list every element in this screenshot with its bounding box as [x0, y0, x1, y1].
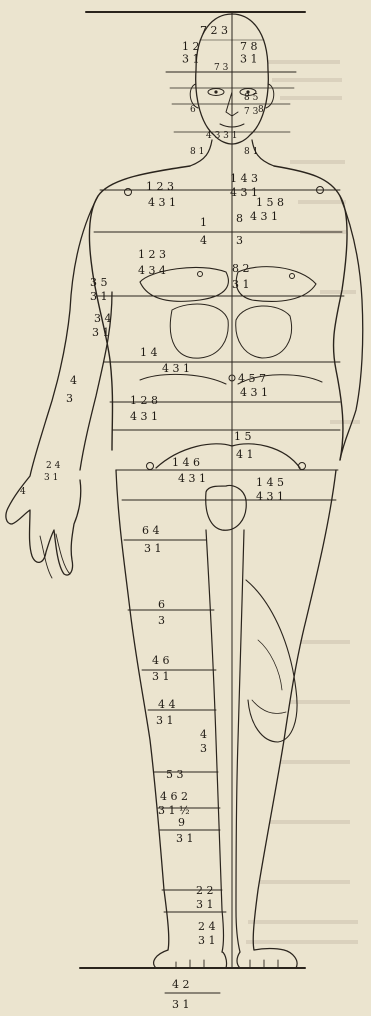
label-head-top: 7 2 3 — [200, 24, 228, 37]
label-hip-left-b: 4 3 1 — [178, 472, 206, 485]
label-foot: 2 4 — [198, 920, 216, 933]
label-neck-left: 8 1 — [190, 147, 204, 157]
label-knee: 4 4 — [158, 698, 176, 711]
label-waist-right: 4 5 7 — [238, 372, 266, 385]
label-calf: 5 3 — [166, 768, 184, 781]
label-upper-arm-b: 3 1 — [90, 290, 108, 303]
label-waist-right-b: 4 3 1 — [240, 386, 268, 399]
label-thigh-upper-b: 3 1 — [144, 542, 162, 555]
label-thigh-mid: 6 — [158, 598, 165, 611]
label-mid-chest-left-b: 4 — [200, 234, 207, 247]
hip-left-marker — [147, 463, 154, 470]
label-total-top: 4 2 — [172, 978, 190, 991]
label-eye-row: 8 5 — [244, 93, 259, 103]
label-shoulder-right: 1 4 3 — [230, 172, 258, 185]
label-chin: 4 3 3 1 — [206, 131, 238, 141]
label-waist-left-b: 4 3 1 — [162, 362, 190, 375]
label-forearm-b: 3 — [66, 392, 73, 405]
label-nose-row: 7 3 — [244, 107, 259, 117]
label-shoulder-right-b: 4 3 1 — [230, 186, 258, 199]
label-shin-mid: 4 — [200, 728, 207, 741]
label-mid-chest-right-b: 3 — [236, 234, 243, 247]
label-belly-left-b: 4 3 1 — [130, 410, 158, 423]
label-mouth-left: 6 — [190, 105, 196, 115]
label-hip-right-b: 4 3 1 — [256, 490, 284, 503]
feet — [154, 949, 297, 969]
label-calf-low: 4 6 2 — [160, 790, 188, 803]
label-thigh-upper: 6 4 — [142, 524, 160, 537]
label-total-bottom: 3 1 — [172, 998, 190, 1011]
label-ankle: 2 2 — [196, 884, 214, 897]
label-hip-right: 1 4 5 — [256, 476, 284, 489]
label-thigh-mid-b: 3 — [158, 614, 165, 627]
label-neck-right: 8 1 — [244, 147, 258, 157]
label-wrist-b: 3 1 — [44, 473, 58, 483]
label-waist-left: 1 4 — [140, 346, 158, 359]
label-mid-chest-left: 1 — [200, 216, 207, 229]
hip-right-marker — [299, 463, 306, 470]
label-mouth-right: 8 — [258, 105, 264, 115]
label-belly-left: 1 2 8 — [130, 394, 158, 407]
label-elbow-b: 3 1 — [92, 326, 110, 339]
label-breast-left-b: 4 3 4 — [138, 264, 166, 277]
label-upper-arm: 3 5 — [90, 276, 108, 289]
torso-guides — [94, 190, 344, 500]
label-knee-upper-b: 3 1 — [152, 670, 170, 683]
left-arm — [6, 196, 112, 575]
label-breast-left: 1 2 3 — [138, 248, 166, 261]
label-knee-upper: 4 6 — [152, 654, 170, 667]
label-mid-chest-right: 8 — [236, 212, 243, 225]
label-shoulder-left-b: 4 3 1 — [148, 196, 176, 209]
label-shoulder-left: 1 2 3 — [146, 180, 174, 193]
leg-guides — [124, 540, 226, 912]
label-wrist: 2 4 — [46, 461, 61, 471]
label-knee-b: 3 1 — [156, 714, 174, 727]
label-breast-right: 8 2 — [232, 262, 250, 275]
torso-outline — [90, 166, 347, 460]
label-brow: 7 3 — [214, 63, 229, 73]
label-calf-low-c: 9 — [178, 816, 185, 829]
label-ankle-b: 3 1 — [196, 898, 214, 911]
label-hip-left: 1 4 6 — [172, 456, 200, 469]
label-hand: 4 — [20, 487, 26, 497]
label-shin-mid-b: 3 — [200, 742, 207, 755]
label-calf-low-d: 3 1 — [176, 832, 194, 845]
label-elbow: 3 4 — [94, 312, 112, 325]
label-chest-right-b: 4 3 1 — [250, 210, 278, 223]
label-breast-right-b: 3 1 — [232, 278, 250, 291]
label-chest-right: 1 5 8 — [256, 196, 284, 209]
label-forearm: 4 — [70, 374, 77, 387]
label-belly-mid-b: 4 1 — [236, 448, 254, 461]
label-foot-b: 3 1 — [198, 934, 216, 947]
label-belly-mid: 1 5 — [234, 430, 252, 443]
